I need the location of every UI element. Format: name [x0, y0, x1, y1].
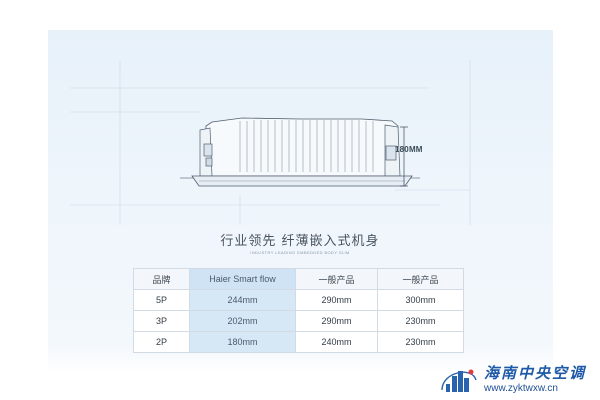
- table-row: 5P 244mm 290mm 300mm: [133, 289, 464, 311]
- cell-generic-1: 290mm: [295, 310, 378, 332]
- table-header-row: 品牌 Haier Smart flow 一般产品 一般产品: [133, 268, 464, 290]
- cell-generic-2: 230mm: [377, 331, 464, 353]
- height-dimension: [400, 126, 408, 187]
- cell-haier: 180mm: [189, 331, 296, 353]
- cell-haier: 244mm: [189, 289, 296, 311]
- cell-generic-1: 240mm: [295, 331, 378, 353]
- cell-model: 5P: [133, 289, 190, 311]
- subline: INDUSTRY LEADING EMBEDDED BODY SLIM: [250, 250, 350, 255]
- header-brand: 品牌: [133, 268, 190, 290]
- guide-lines: [70, 60, 471, 225]
- table-row: 3P 202mm 290mm 230mm: [133, 310, 464, 332]
- watermark-url: www.zyktwxw.cn: [484, 383, 558, 394]
- height-dimension-label: 180MM: [395, 145, 423, 154]
- table-row: 2P 180mm 240mm 230mm: [133, 331, 464, 353]
- header-haier: Haier Smart flow: [189, 268, 296, 290]
- cell-model: 3P: [133, 310, 190, 332]
- bottom-panel: [191, 175, 413, 187]
- header-generic-2: 一般产品: [377, 268, 464, 290]
- cell-generic-2: 230mm: [377, 310, 464, 332]
- cell-haier: 202mm: [189, 310, 296, 332]
- cell-generic-2: 300mm: [377, 289, 464, 311]
- heat-exchanger-fins: [239, 120, 374, 172]
- thickness-comparison-table: 品牌 Haier Smart flow 一般产品 一般产品 5P 244mm 2…: [133, 268, 464, 353]
- watermark-building-icon: [441, 369, 477, 392]
- unit-body: [205, 117, 399, 177]
- cell-generic-1: 290mm: [295, 289, 378, 311]
- cell-model: 2P: [133, 331, 190, 353]
- headline: 行业领先 纤薄嵌入式机身: [220, 234, 380, 249]
- left-cap: [199, 127, 213, 177]
- header-generic-1: 一般产品: [295, 268, 378, 290]
- watermark-title: 海南中央空调: [484, 364, 587, 382]
